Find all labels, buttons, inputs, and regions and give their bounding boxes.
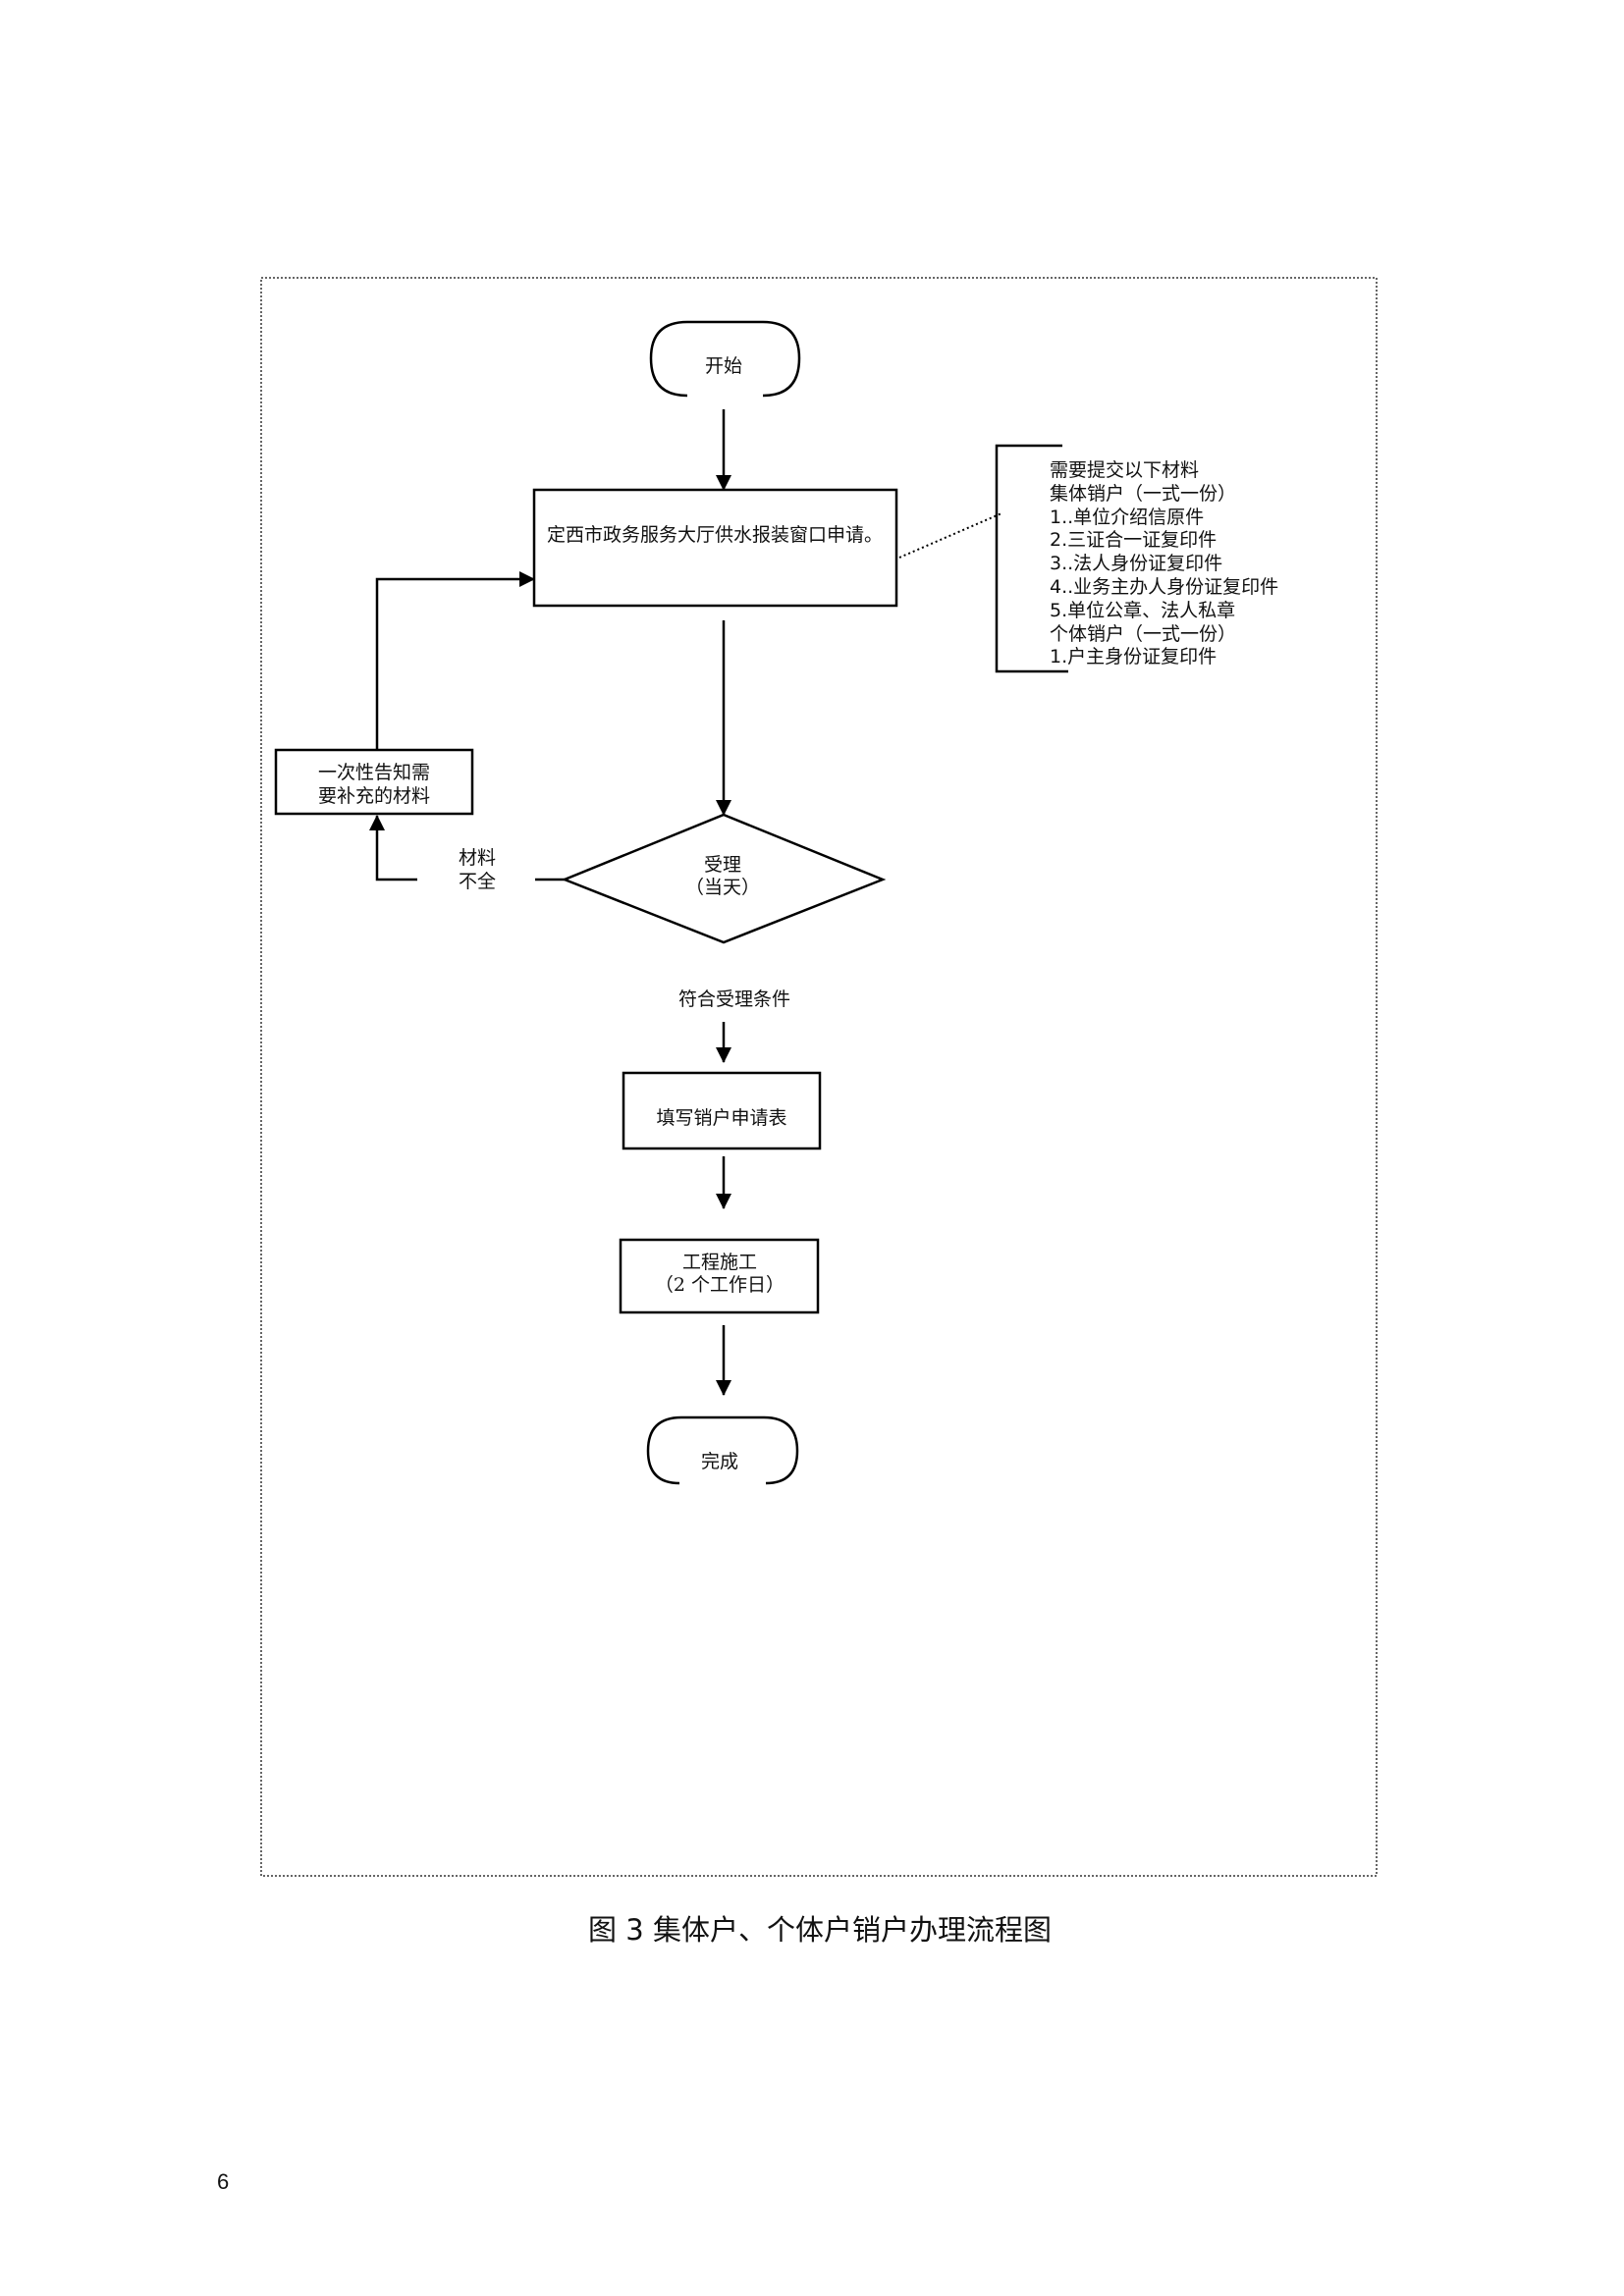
figure-caption: 图 3 集体户、个体户销户办理流程图 [588,1913,1052,1947]
materials-item: 4..业务主办人身份证复印件 [1050,575,1279,598]
materials-item: 1.户主身份证复印件 [1050,646,1218,668]
materials-item: 个体销户（一式一份） [1050,622,1237,645]
arrow-notice-to-apply [375,571,535,750]
materials-item: 1..单位介绍信原件 [1050,506,1205,528]
start-label: 开始 [704,355,743,377]
end-terminal [646,1415,799,1485]
end-label: 完成 [700,1451,739,1472]
accept-label-2: （当天） [684,877,761,898]
page-number: 6 [217,2169,230,2194]
materials-item: 需要提交以下材料 [1050,459,1200,481]
annotation-bracket [995,444,1068,673]
apply-label: 定西市政务服务大厅供水报装窗口申请。 [546,524,884,546]
fill-form-box [622,1071,822,1150]
fill-form-label: 填写销户申请表 [656,1107,787,1129]
materials-item: 集体销户（一式一份） [1050,482,1237,505]
accept-decision [561,813,887,944]
construction-box [619,1238,820,1314]
incomplete-label-2: 不全 [458,871,497,892]
materials-item: 5.单位公章、法人私章 [1050,599,1236,621]
materials-item: 3..法人身份证复印件 [1050,553,1223,575]
arrow-incomplete-to-notice [369,815,417,881]
construction-label-1: 工程施工 [681,1252,758,1273]
notice-label-1: 一次性告知需 [317,762,431,783]
incomplete-label-1: 材料 [458,847,497,869]
notice-label-2: 要补充的材料 [317,785,431,807]
figure-frame [260,277,1378,1877]
accept-label-1: 受理 [703,854,742,876]
apply-box [532,488,898,608]
annotation-connector [898,512,1002,559]
qualified-label: 符合受理条件 [677,988,791,1010]
start-terminal [649,320,801,398]
notice-box [274,748,474,816]
materials-list: 需要提交以下材料 集体销户（一式一份） 1..单位介绍信原件 2.三证合一证复印… [1050,459,1278,669]
materials-item: 2.三证合一证复印件 [1050,529,1218,552]
construction-label-2: （2 个工作日） [654,1274,785,1296]
